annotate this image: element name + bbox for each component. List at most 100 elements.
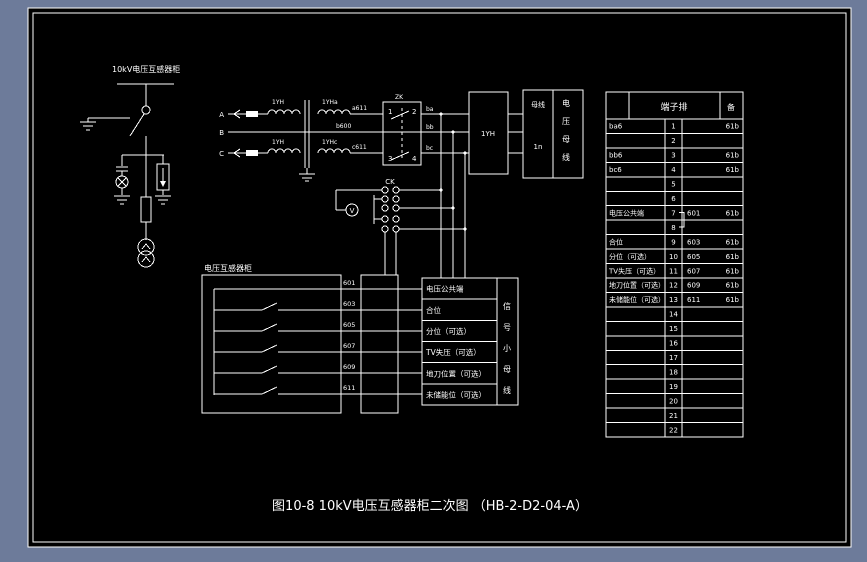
pt-cabinet-outline <box>201 274 342 414</box>
terminal-row-name: 分位（可选） <box>609 252 651 261</box>
drawing-caption: 图10-8 10kV电压互感器柜二次图 （HB-2-D2-04-A） <box>272 498 588 514</box>
voltage-selector-circuit: V CK <box>335 178 465 275</box>
wire-number: c611 <box>352 144 367 151</box>
disconnector-blade <box>129 113 145 137</box>
terminal-table-outline <box>605 91 744 438</box>
terminal-table-corner: 备 <box>727 102 735 112</box>
terminal-number: 6 <box>671 195 676 203</box>
selector-switch-label: CK <box>385 178 395 186</box>
phase-a-label: A <box>219 111 224 119</box>
selector-contact-icon <box>381 186 389 194</box>
primary-coil-c <box>267 148 301 154</box>
wire-number: bc <box>426 145 433 152</box>
bus-box-vertical-char: 压 <box>562 117 570 126</box>
terminal-cable-id: 61b <box>726 253 740 261</box>
terminal-wire-number: 603 <box>687 238 700 246</box>
aux-contact-blade <box>261 302 278 311</box>
aux-wire-number: 611 <box>343 384 355 392</box>
terminal-number: 8 <box>671 224 675 232</box>
coil-label: 1YH <box>272 99 284 106</box>
terminal-number: 20 <box>669 397 678 405</box>
signal-row-label: TV失压（可选） <box>425 347 481 357</box>
terminal-table-title: 端子排 <box>660 101 687 113</box>
pt-secondary-schematic: A B C 1YH 1YH 1YHa 1YHc a611 b600 c611 Z… <box>219 89 584 278</box>
aux-contact-blade <box>261 386 278 395</box>
aux-contact-blade <box>261 344 278 353</box>
signal-row-label: 地刀位置（可选） <box>426 368 486 378</box>
aux-contact-blade <box>261 323 278 332</box>
signal-row-label: 合位 <box>426 305 441 315</box>
terminal-number: 21 <box>669 412 678 420</box>
wire-number: a611 <box>352 105 367 112</box>
terminal-number: 3 <box>671 152 675 160</box>
coil-label: 1YHa <box>322 99 338 106</box>
terminal-number: 10 <box>669 253 678 261</box>
bus-box-vertical-char: 母 <box>562 135 570 144</box>
terminal-row-name: 电压公共端 <box>609 208 644 217</box>
terminal-number: 12 <box>669 282 678 290</box>
breaker-terminal: 2 <box>412 108 416 116</box>
aux-wire-number: 601 <box>343 279 355 287</box>
terminal-number: 1 <box>671 123 675 131</box>
terminal-cable-id: 61b <box>726 209 740 217</box>
signal-vertical-char: 线 <box>503 385 511 395</box>
terminal-cable-id: 61b <box>726 267 740 275</box>
terminal-wire-number: 601 <box>687 209 700 217</box>
selector-contact-icon <box>392 225 400 233</box>
secondary-coil-c <box>317 148 351 154</box>
terminal-number: 2 <box>671 137 675 145</box>
aux-wire-number: 609 <box>343 363 355 371</box>
terminal-cable-id: 61b <box>726 296 740 304</box>
pt-junction-box <box>468 91 509 175</box>
primary-coil-a <box>267 109 301 115</box>
selector-contact-icon <box>392 204 400 212</box>
selector-contact-icon <box>381 204 389 212</box>
terminal-jumper <box>679 211 685 228</box>
terminal-number: 7 <box>671 209 675 217</box>
pt-winding-icon <box>137 250 155 268</box>
breaker-terminal: 1 <box>388 108 392 116</box>
terminal-row-name: 地刀位置（可选） <box>609 281 665 290</box>
signal-vertical-char: 小 <box>503 344 511 353</box>
breaker-terminal: 3 <box>388 155 392 163</box>
ground-symbol <box>299 173 315 182</box>
terminal-number: 19 <box>669 383 678 391</box>
terminal-number: 17 <box>669 354 678 362</box>
ground-symbol <box>155 195 171 205</box>
selector-contact-icon <box>381 215 389 223</box>
wire-number: bb <box>426 124 434 131</box>
terminal-number: 15 <box>669 325 678 333</box>
terminal-cable-id: 61b <box>726 238 740 246</box>
ground-symbol <box>80 121 96 131</box>
terminal-row-name: 合位 <box>609 237 623 246</box>
signal-row-label: 分位（可选） <box>426 326 471 336</box>
signal-vertical-char: 母 <box>503 365 511 374</box>
selector-contact-icon <box>392 195 400 203</box>
terminal-number: 16 <box>669 340 678 348</box>
terminal-number: 9 <box>671 238 675 246</box>
wire-number: ba <box>426 106 434 113</box>
secondary-coil-a <box>317 109 351 115</box>
pt-junction-box-label: 1YH <box>481 130 495 138</box>
selector-contacts <box>381 186 400 233</box>
terminal-row-name: ba6 <box>609 123 623 131</box>
pt-cabinet-label: 电压互感器柜 <box>204 263 252 273</box>
bus-box-top-label: 母线 <box>531 100 545 109</box>
incoming-cabinet-label: 10kV电压互感器柜 <box>112 64 180 74</box>
terminal-number: 5 <box>671 181 675 189</box>
coil-label: 1YHc <box>322 139 337 146</box>
terminal-row-name: bc6 <box>609 166 622 174</box>
selector-contact-icon <box>381 225 389 233</box>
signal-vertical-char: 号 <box>503 323 511 332</box>
coil-label: 1YH <box>272 139 284 146</box>
bus-box-bottom-label: 1n <box>534 143 543 151</box>
aux-wire-number: 605 <box>343 321 355 329</box>
